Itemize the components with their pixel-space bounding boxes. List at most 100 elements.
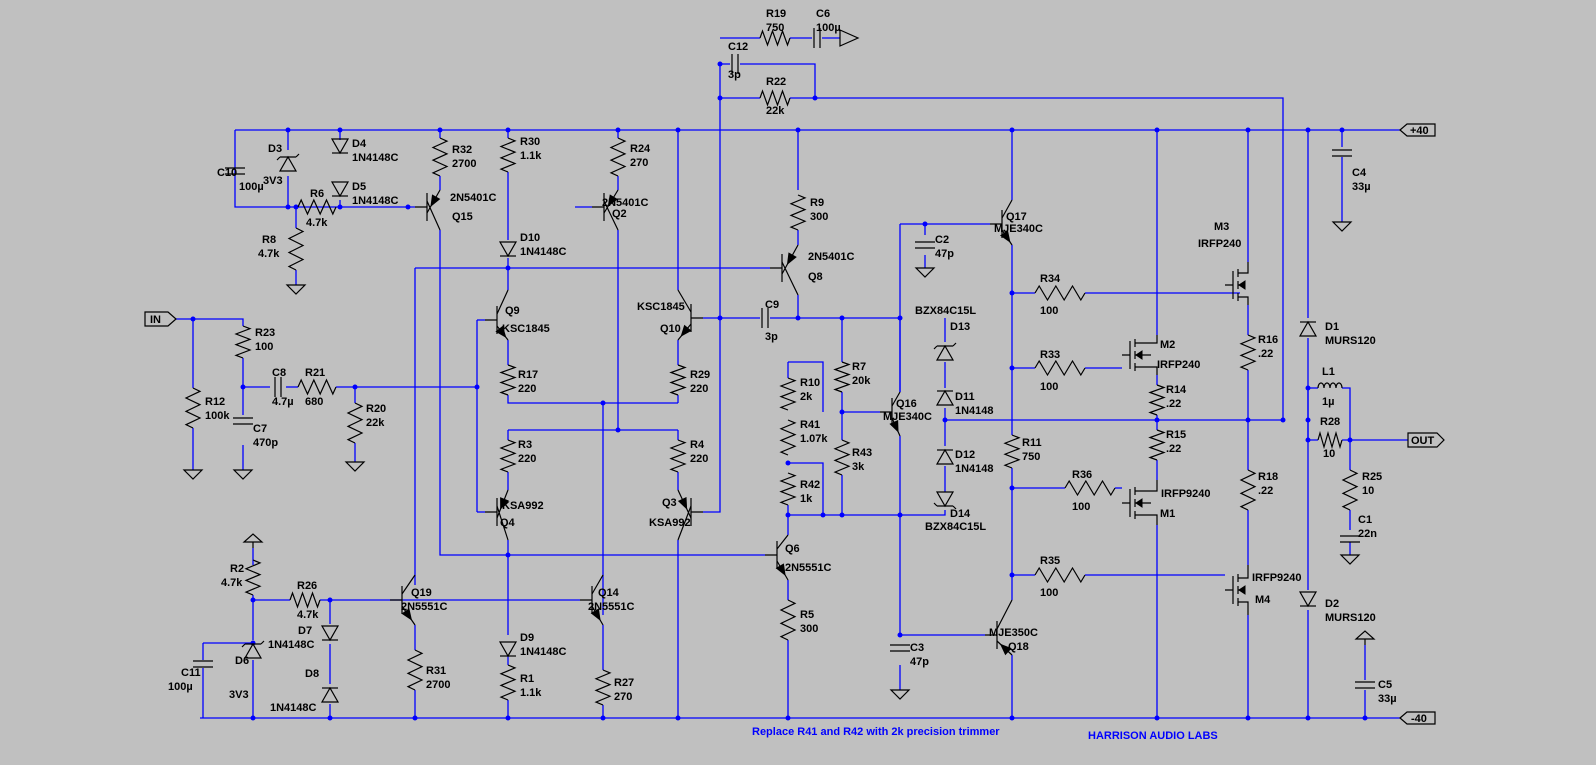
resistor-r8[interactable]	[287, 227, 305, 271]
resistor-r30[interactable]	[499, 137, 517, 173]
transistor-m1[interactable]	[1122, 480, 1158, 525]
resistor-r3[interactable]	[499, 439, 517, 473]
value-r4: 220	[690, 453, 708, 465]
resistor-r36[interactable]	[1064, 479, 1116, 497]
transistor-q19[interactable]	[390, 574, 416, 626]
resistor-r2[interactable]	[244, 559, 262, 596]
diode-d4[interactable]	[330, 138, 350, 155]
resistor-r17[interactable]	[499, 364, 517, 396]
resistor-r5[interactable]	[779, 599, 797, 641]
diode-d2[interactable]	[1298, 591, 1318, 608]
resistor-r25[interactable]	[1341, 469, 1359, 511]
inductor-l1[interactable]	[1317, 382, 1343, 389]
resistor-r16[interactable]	[1239, 334, 1257, 371]
port-vpos[interactable]: +40	[1399, 123, 1436, 137]
value-l1: 1µ	[1322, 396, 1334, 408]
resistor-r24[interactable]	[609, 137, 627, 177]
transistor-m2[interactable]	[1122, 335, 1158, 375]
diode-d12[interactable]	[935, 448, 955, 465]
capacitor-c10[interactable]	[225, 167, 245, 175]
diode-d6[interactable]	[241, 640, 265, 659]
diode-d5[interactable]	[330, 181, 350, 198]
capacitor-c9[interactable]	[761, 308, 769, 328]
diode-d14[interactable]	[933, 491, 957, 510]
resistor-r29[interactable]	[669, 364, 687, 396]
label-r10: R10	[800, 377, 820, 389]
port-out-label: OUT	[1411, 435, 1435, 447]
value-r29: 220	[690, 383, 708, 395]
resistor-r6[interactable]	[297, 198, 337, 216]
resistor-r33[interactable]	[1034, 359, 1086, 377]
transistor-q4[interactable]	[485, 489, 509, 541]
resistor-r15[interactable]	[1148, 429, 1166, 461]
resistor-r9[interactable]	[789, 194, 807, 231]
resistor-r11[interactable]	[1003, 434, 1021, 469]
transistor-q9[interactable]	[485, 289, 509, 341]
capacitor-c5[interactable]	[1355, 681, 1375, 689]
transistor-q10[interactable]	[677, 289, 703, 341]
resistor-r1[interactable]	[499, 664, 517, 701]
diode-d1[interactable]	[1298, 320, 1318, 337]
transistor-m3[interactable]	[1225, 262, 1249, 305]
transistor-q8[interactable]	[770, 244, 799, 296]
capacitor-c2[interactable]	[915, 241, 935, 249]
resistor-r14[interactable]	[1148, 384, 1166, 416]
diode-d8[interactable]	[320, 686, 340, 703]
diode-d11[interactable]	[935, 389, 955, 406]
label-r32: R32	[452, 144, 472, 156]
transistor-q6[interactable]	[765, 534, 789, 581]
value-c12: 3p	[728, 69, 741, 81]
transistor-q2[interactable]	[592, 189, 619, 231]
component-symbols	[182, 28, 1376, 706]
resistor-r41[interactable]	[779, 419, 797, 456]
resistor-r23[interactable]	[234, 325, 252, 359]
transistor-m4[interactable]	[1225, 565, 1249, 615]
transistor-q16[interactable]	[880, 391, 901, 437]
diode-d10[interactable]	[498, 241, 518, 258]
transistor-q15[interactable]	[415, 189, 441, 231]
diode-d13[interactable]	[933, 342, 957, 361]
resistor-r7[interactable]	[833, 361, 851, 393]
resistor-r32[interactable]	[431, 137, 449, 177]
resistor-r4[interactable]	[669, 439, 687, 473]
resistor-r22[interactable]	[759, 89, 791, 107]
capacitor-c8[interactable]	[274, 377, 282, 397]
resistor-r42[interactable]	[779, 472, 797, 506]
transistor-q3[interactable]	[677, 489, 703, 541]
resistor-r27[interactable]	[594, 669, 612, 706]
resistor-r43[interactable]	[833, 439, 851, 476]
resistor-r21[interactable]	[297, 378, 337, 396]
capacitor-c3[interactable]	[890, 644, 910, 652]
capacitor-c1[interactable]	[1340, 535, 1360, 543]
diode-d3[interactable]	[276, 153, 300, 172]
transistor-q17[interactable]	[990, 199, 1013, 246]
port-out[interactable]: OUT	[1407, 432, 1445, 448]
capacitor-c6[interactable]	[813, 28, 821, 48]
transistor-q14[interactable]	[580, 574, 604, 626]
capacitor-c11[interactable]	[193, 660, 213, 668]
capacitor-c7[interactable]	[233, 417, 253, 425]
resistor-r18[interactable]	[1239, 469, 1257, 511]
diode-d7[interactable]	[320, 625, 340, 642]
resistor-r34[interactable]	[1034, 284, 1086, 302]
resistor-r31[interactable]	[406, 649, 424, 691]
resistor-r19[interactable]	[759, 29, 791, 47]
transistor-q18[interactable]	[985, 599, 1013, 656]
value-r32: 2700	[452, 158, 476, 170]
resistor-r26[interactable]	[289, 591, 321, 609]
label-r20: R20	[366, 403, 386, 415]
diode-d9[interactable]	[498, 641, 518, 658]
resistor-r10[interactable]	[779, 377, 797, 411]
label-q18: Q18	[1008, 641, 1029, 653]
port-vneg[interactable]: -40	[1399, 711, 1436, 725]
resistor-r12[interactable]	[184, 387, 202, 429]
capacitor-c4[interactable]	[1332, 149, 1352, 157]
resistor-r28[interactable]	[1317, 430, 1343, 450]
value-c10: 100µ	[239, 181, 264, 193]
capacitor-c12[interactable]	[731, 54, 739, 74]
port-in[interactable]: IN	[144, 311, 177, 327]
resistor-r20[interactable]	[346, 402, 364, 444]
value-c9: 3p	[765, 331, 778, 343]
resistor-r35[interactable]	[1034, 566, 1086, 584]
